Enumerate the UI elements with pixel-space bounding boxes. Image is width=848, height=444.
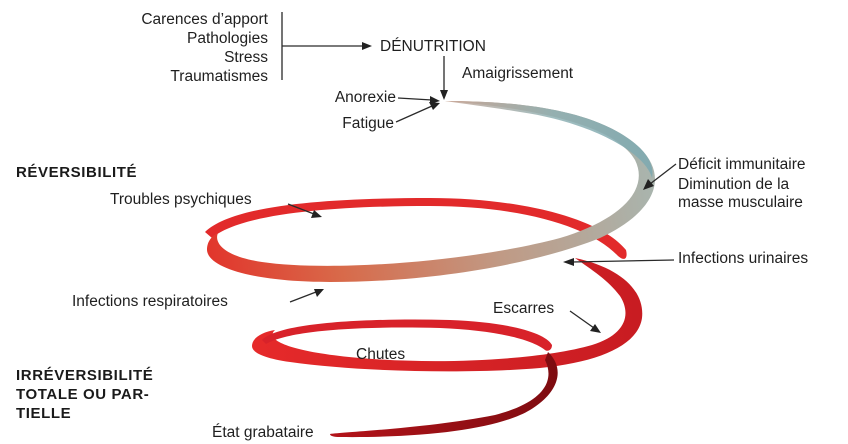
denutrition-title: DÉNUTRITION (380, 38, 486, 55)
escarres-arrow-line (569, 310, 595, 329)
respiratoires-arrow-line (289, 291, 317, 303)
label-amaigrissement: Amaigrissement (462, 65, 574, 82)
label-etat-grabataire: État grabataire (212, 424, 314, 441)
spiral-bottom (330, 352, 558, 438)
deficit-arrow-line (649, 163, 677, 185)
label-infections-respiratoires: Infections respiratoires (72, 293, 228, 310)
causes-arrowhead (362, 42, 372, 50)
troubles-arrowhead (311, 210, 322, 218)
causes-list: Carences d’apport Pathologies Stress Tra… (141, 11, 268, 85)
fatigue-arrowhead (429, 102, 440, 110)
anorexie-arrow-line (397, 97, 433, 101)
spiral-ribbon (205, 101, 655, 438)
irreversibility-line-1: IRRÉVERSIBILITÉ (16, 367, 153, 384)
label-diminution-1: Diminution de la (678, 176, 790, 193)
anorexie-arrowhead (430, 96, 440, 104)
spiral-loop1-back (205, 198, 627, 259)
label-troubles-psychiques: Troubles psychiques (110, 191, 252, 208)
irreversibility-line-3: TIELLE (16, 405, 71, 422)
urinaires-arrow-line (571, 259, 675, 263)
cause-pathologies: Pathologies (187, 30, 268, 47)
fatigue-arrow-line (395, 105, 433, 123)
label-chutes: Chutes (356, 346, 405, 363)
urinaires-arrowhead (563, 258, 574, 266)
spiral-loop2-back (262, 319, 552, 351)
escarres-arrowhead (590, 324, 601, 333)
label-fatigue: Fatigue (342, 115, 394, 132)
cause-stress: Stress (224, 49, 268, 66)
label-deficit-immunitaire: Déficit immunitaire (678, 156, 805, 173)
spiral-top (445, 101, 653, 178)
label-infections-urinaires: Infections urinaires (678, 250, 808, 267)
spiral-loop2-right (252, 258, 643, 372)
irreversibility-heading: IRRÉVERSIBILITÉ TOTALE OU PAR- TIELLE (16, 367, 153, 422)
troubles-arrow-line (287, 203, 315, 215)
label-anorexie: Anorexie (335, 89, 396, 106)
irreversibility-line-2: TOTALE OU PAR- (16, 386, 149, 403)
cause-carences: Carences d’apport (141, 11, 268, 28)
denutrition-arrowhead (440, 90, 448, 100)
cause-traumatismes: Traumatismes (170, 68, 268, 85)
label-diminution-2: masse musculaire (678, 194, 803, 211)
respiratoires-arrowhead (314, 289, 324, 297)
label-escarres: Escarres (493, 300, 554, 317)
reversibility-heading: RÉVERSIBILITÉ (16, 164, 137, 181)
deficit-arrowhead (643, 179, 654, 190)
spiral-sweep (207, 101, 655, 282)
